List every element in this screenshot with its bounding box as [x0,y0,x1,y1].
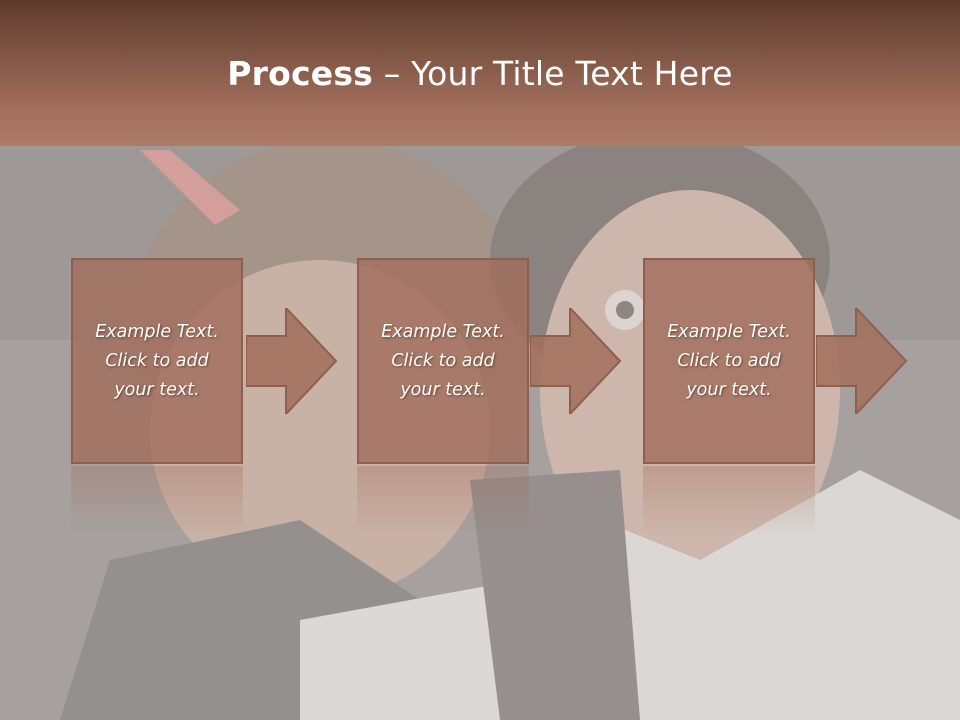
process-step-2-box[interactable]: Example Text. Click to add your text. [357,258,529,464]
slide-title-rest: – Your Title Text Here [373,54,733,93]
slide-title-bold: Process [227,54,374,93]
arrow-right-icon [246,308,338,414]
arrow-right-icon [816,308,908,414]
process-step-1-reflection [71,466,243,536]
process-step-3-text: Example Text. Click to add your text. [667,321,791,400]
slide-title[interactable]: Process – Your Title Text Here [0,54,960,93]
process-step-3-box[interactable]: Example Text. Click to add your text. [643,258,815,464]
arrow-right-icon [530,308,622,414]
process-step-2-reflection [357,466,529,536]
process-step-3-reflection [643,466,815,536]
process-step-1-text: Example Text. Click to add your text. [95,321,219,400]
title-band [0,0,960,146]
process-step-2-text: Example Text. Click to add your text. [381,321,505,400]
process-step-1-box[interactable]: Example Text. Click to add your text. [71,258,243,464]
